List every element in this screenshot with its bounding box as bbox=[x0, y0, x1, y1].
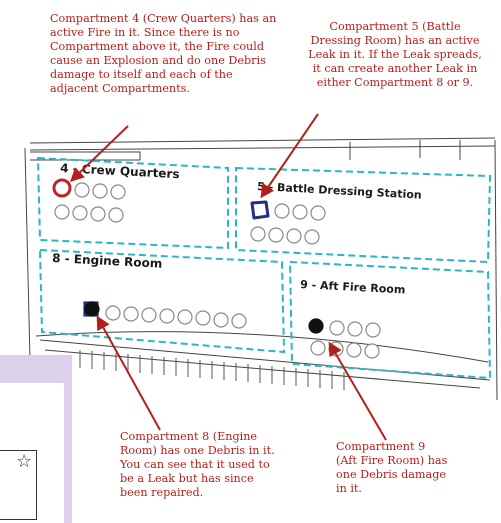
compartment-8-damage-track bbox=[83, 301, 247, 329]
compartment-5-label: 5 - Battle Dressing Station bbox=[257, 180, 422, 202]
annotation-compartment-8: Compartment 8 (Engine Room) has one Debr… bbox=[120, 430, 275, 499]
leak-marker-icon bbox=[250, 200, 270, 220]
hull-ribs bbox=[79, 350, 345, 390]
compartment-5-border bbox=[235, 166, 492, 264]
compartment-9-damage-track bbox=[308, 318, 381, 359]
compartment-8-label: 8 - Engine Room bbox=[52, 251, 163, 271]
annotation-compartment-4: Compartment 4 (Crew Quarters) has an act… bbox=[50, 12, 277, 95]
annotation-compartment-9: Compartment 9 (Aft Fire Room) has one De… bbox=[336, 440, 448, 495]
fire-marker-icon bbox=[52, 178, 72, 198]
compartment-4-border bbox=[36, 156, 229, 250]
debris-marker-icon bbox=[308, 318, 324, 334]
compartment-borders bbox=[36, 156, 492, 380]
compartment-9-border bbox=[288, 260, 492, 380]
annotation-compartment-5: Compartment 5 (Battle Dressing Room) has… bbox=[308, 20, 482, 89]
compartment-8-border bbox=[38, 248, 286, 354]
compartment-5-damage-track bbox=[250, 200, 326, 245]
debris-marker-icon bbox=[84, 301, 100, 317]
compartment-4-damage-track bbox=[52, 178, 126, 223]
arrow-compartment-9 bbox=[328, 341, 387, 441]
arrow-compartment-4 bbox=[69, 125, 129, 182]
card-slot: ☆ bbox=[0, 450, 37, 520]
compartment-9-label: 9 - Aft Fire Room bbox=[300, 278, 406, 296]
annotation-arrows bbox=[69, 113, 387, 441]
arrow-compartment-5 bbox=[260, 113, 319, 199]
arrow-compartment-8 bbox=[96, 315, 161, 431]
star-icon: ☆ bbox=[16, 451, 33, 472]
compartment-4-label: 4 - Crew Quarters bbox=[60, 161, 180, 181]
